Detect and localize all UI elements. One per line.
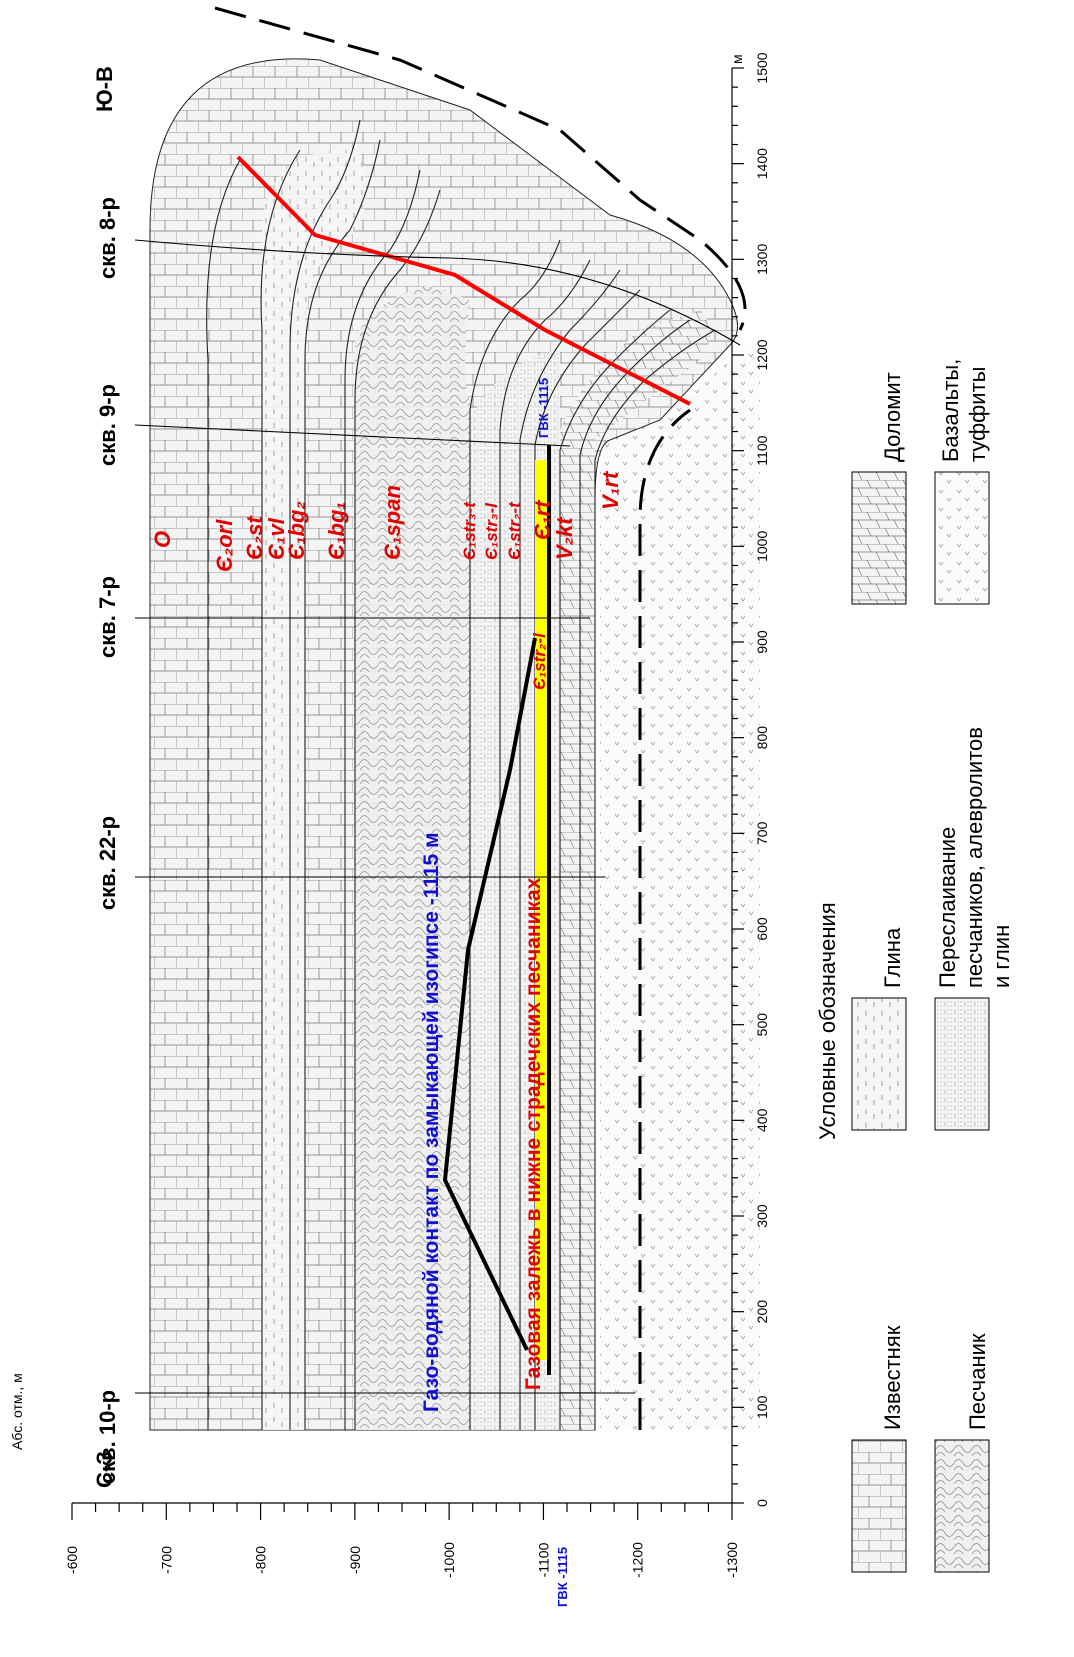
- legend-label-dolomite: Доломит: [880, 372, 905, 462]
- gvk-label-right: ГВК -1115: [536, 378, 551, 438]
- axes: [71, 67, 744, 1520]
- dolomite-band: [560, 310, 710, 1430]
- legend-swatch-interbed: [934, 997, 990, 1131]
- x-tick-label: 600: [754, 917, 770, 941]
- well-label-8r: скв. 8-р: [95, 197, 120, 279]
- y-tick-label: -700: [158, 1546, 174, 1574]
- legend-label-sandstone: Песчаник: [965, 1333, 990, 1430]
- y-tick-label: -1100: [535, 1542, 551, 1577]
- stratum-1bg1: Є₁bg₁: [324, 502, 349, 560]
- well-labels: скв. 10-р скв. 22-р скв. 7-р скв. 9-р ск…: [95, 197, 120, 1484]
- well-label-10r: скв. 10-р: [95, 1390, 120, 1484]
- legend-swatch-dolomite: [851, 471, 907, 605]
- legend-label-interbed-2: песчаников, алевролитов: [962, 727, 987, 988]
- gas-water-contact-line: [442, 637, 537, 1351]
- stratum-1rt: Є₁rt: [530, 499, 555, 540]
- well-label-9r: скв. 9-р: [95, 384, 120, 466]
- x-tick-label: 1100: [754, 435, 770, 465]
- annotation-gas-deposit: Газовая залежь в нижне страдечских песча…: [522, 877, 545, 1390]
- x-tick-label: 1200: [754, 339, 770, 370]
- stratum-1str2t: Є₁str₂-t: [505, 501, 524, 560]
- legend-label-interbed-3: и глин: [989, 925, 1014, 988]
- stratum-V1rt: V₁rt: [598, 470, 623, 510]
- wells: [134, 239, 741, 1394]
- y-tick-label: -1000: [441, 1542, 457, 1578]
- gas-deposit-fill: [535, 460, 550, 1360]
- legend-label-clay: Глина: [880, 927, 905, 988]
- stratum-1span: Є₁span: [380, 485, 405, 560]
- x-tick-label: 1400: [754, 148, 770, 179]
- fault-line: [236, 155, 691, 406]
- legend-swatch-clay: [851, 997, 907, 1131]
- legend-label-limestone: Известняк: [880, 1325, 905, 1430]
- legend-label-basalt-1: Базальты,: [938, 359, 963, 462]
- legend-swatch-sandstone: [934, 1439, 990, 1573]
- legend-label-basalt-2: туффиты: [965, 367, 990, 462]
- y-axis-label: Абс. отм., м: [9, 1373, 25, 1450]
- y-tick-label: -800: [253, 1546, 269, 1574]
- x-tick-label: 1000: [754, 531, 770, 562]
- legend: Условные обозначения Известняк Глина Дол…: [815, 359, 1014, 1573]
- well-label-7r: скв. 7-р: [95, 576, 120, 658]
- x-tick-label: 1300: [754, 244, 770, 275]
- gvk-label-bottom: ГВК -1115: [555, 1547, 570, 1607]
- basement-body: [600, 335, 760, 1430]
- y-tick-label: -900: [347, 1546, 363, 1574]
- y-tick-label: -600: [64, 1546, 80, 1574]
- x-tick-label: 500: [754, 1013, 770, 1037]
- stratum-2orl: Є₂orl: [212, 519, 237, 572]
- well-line-9r: [134, 424, 571, 447]
- x-tick-label: 200: [754, 1300, 770, 1324]
- stratum-1str2l: Є₁str₂-l: [530, 632, 549, 690]
- corner-left: С-З: [92, 1451, 117, 1488]
- x-tick-label: 800: [754, 726, 770, 750]
- strata-labels: O Є₂orl Є₂st Є₁vl Є₁bg₂ Є₁bg₁ Є₁span Є₁s…: [150, 470, 623, 690]
- corner-right: Ю-В: [92, 66, 117, 112]
- y-tick-label: -1200: [630, 1542, 646, 1578]
- clay-band: [262, 150, 366, 1430]
- x-tick-label: 400: [754, 1108, 770, 1132]
- stratum-O: O: [150, 531, 175, 548]
- x-tick-label: 100: [754, 1395, 770, 1419]
- legend-swatch-limestone: [851, 1439, 907, 1573]
- stratum-1vl: Є₁vl: [264, 517, 289, 560]
- stratum-2st: Є₂st: [242, 515, 267, 560]
- dashed-envelope-bottom: [638, 408, 691, 1430]
- x-tick-label: 900: [754, 630, 770, 654]
- x-tick-label: 300: [754, 1204, 770, 1228]
- legend-title: Условные обозначения: [815, 902, 840, 1140]
- x-tick-label: 700: [754, 821, 770, 845]
- stratum-1str3t: Є₁str₃-t: [460, 501, 479, 560]
- well-line-8r: [134, 239, 741, 346]
- sand-band: [355, 285, 470, 1430]
- stratum-1bg2: Є₁bg₂: [284, 501, 309, 560]
- annotation-gas-water-contact: Газо-водяной контакт по замыкающей изоги…: [420, 832, 443, 1412]
- legend-label-interbed-1: Переслаивание: [935, 827, 960, 988]
- x-axis-unit: м: [729, 54, 745, 64]
- x-tick-label: 1500: [754, 52, 770, 83]
- y-tick-label: -1300: [724, 1542, 740, 1578]
- stratum-V2kt: V₂kt: [552, 516, 577, 560]
- x-tick-label: 0: [754, 1499, 770, 1507]
- stratum-1str3l: Є₁str₃-l: [482, 502, 501, 560]
- legend-swatch-basalt: [934, 471, 990, 605]
- well-label-22r: скв. 22-р: [95, 816, 120, 910]
